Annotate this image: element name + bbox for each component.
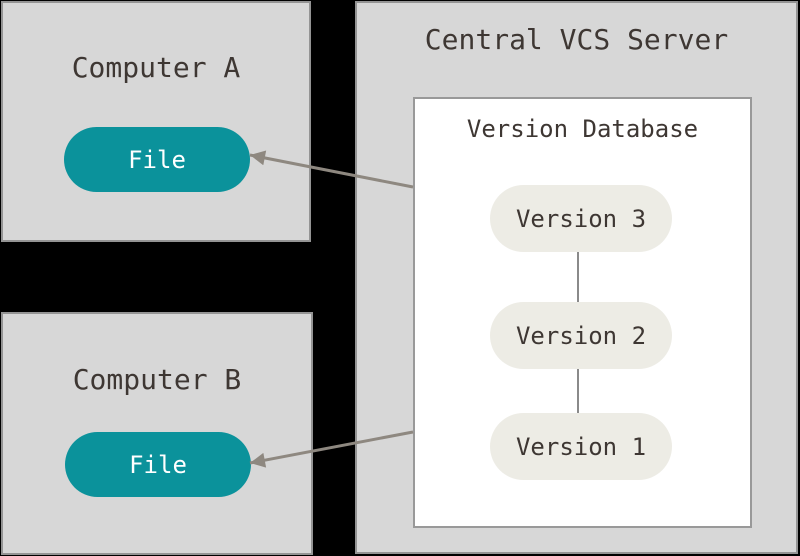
computer-b-file-pill: File — [65, 432, 251, 497]
central-vcs-server-box: Central VCS Server Version Database Vers… — [355, 1, 798, 554]
computer-b-box: Computer B File — [1, 312, 313, 555]
version-1-pill: Version 1 — [490, 413, 672, 480]
version-2-label: Version 2 — [515, 321, 647, 350]
version-database-box: Version Database Version 3 Version 2 Ver… — [413, 97, 752, 528]
computer-a-box: Computer A File — [1, 1, 311, 242]
version-database-title: Version Database — [466, 115, 699, 143]
computer-a-title: Computer A — [71, 51, 241, 84]
version-2-pill: Version 2 — [490, 302, 672, 369]
computer-b-file-label: File — [129, 450, 187, 479]
version-3-pill: Version 3 — [490, 185, 672, 252]
version-1-label: Version 1 — [515, 432, 647, 461]
computer-a-file-label: File — [128, 145, 186, 174]
computer-a-file-pill: File — [64, 127, 250, 192]
version-3-label: Version 3 — [515, 204, 647, 233]
version-2-1-connector-line — [577, 369, 579, 413]
version-3-2-connector-line — [577, 252, 579, 302]
computer-b-title: Computer B — [72, 363, 242, 396]
central-vcs-server-title: Central VCS Server — [424, 23, 729, 56]
